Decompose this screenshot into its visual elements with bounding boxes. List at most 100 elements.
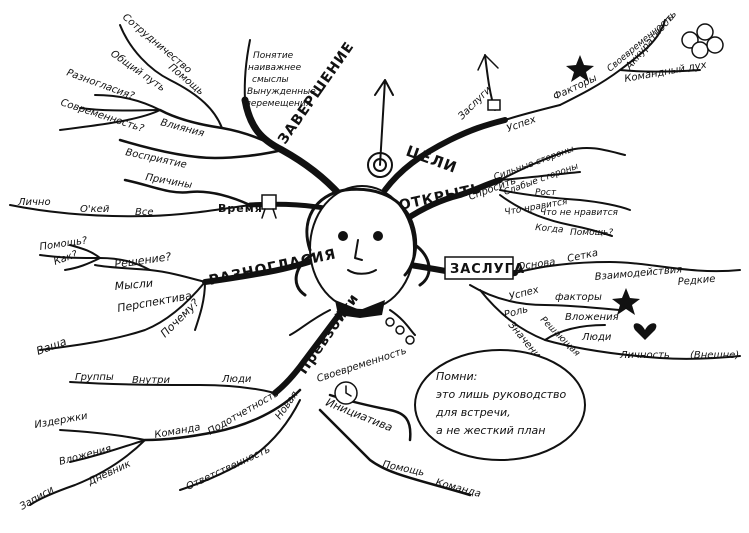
reminder-cloud: Помни: это лишь руководство для встречи,… xyxy=(414,349,586,461)
label-understanding: Понятие xyxy=(253,51,294,61)
branch-likes xyxy=(499,189,631,211)
left-eye-icon xyxy=(338,231,348,241)
right-eye-icon xyxy=(373,231,383,241)
label-investments: Вложения xyxy=(58,443,113,467)
note-line-1: Помни: xyxy=(436,370,477,383)
branch-people xyxy=(544,324,606,341)
merit-labels: Основа Сетка Взаимодействия Редкие Успех… xyxy=(503,248,739,366)
branch-strengths xyxy=(499,146,626,181)
merit-banner xyxy=(444,256,514,280)
branch-when xyxy=(499,194,613,237)
goals-labels: Заслуги Успех Факторы Аккуратность Своев… xyxy=(456,9,724,135)
label-when: Когда xyxy=(535,223,564,235)
central-figure xyxy=(289,79,431,345)
disagreement-labels: Решение? Помощь? Как? Мысли Перспектива … xyxy=(35,235,202,358)
hair-curls xyxy=(294,243,431,297)
label-help-q: Помощь? xyxy=(570,228,613,238)
branch-perception xyxy=(118,138,284,160)
label-thoughts: Мысли xyxy=(114,277,153,293)
label-basis: Основа xyxy=(517,257,556,273)
label-yours: Ваша xyxy=(35,335,69,358)
cloud-outline xyxy=(414,349,586,461)
label-growth: Рост xyxy=(535,188,557,198)
label-team2: Команда xyxy=(434,477,482,500)
branch-initiative xyxy=(318,408,472,497)
label-external: (Внешне) xyxy=(690,350,739,361)
trophy-icon xyxy=(487,99,501,111)
label-timeliness: Своевременность xyxy=(606,12,677,74)
label-records: Записи xyxy=(18,484,56,513)
thought-dot xyxy=(385,317,395,327)
branch-team-spirit xyxy=(619,69,701,73)
star-icon xyxy=(612,288,640,315)
label-time: Время xyxy=(218,202,263,215)
branch-diary xyxy=(29,439,146,506)
heart-icon xyxy=(633,323,657,340)
label-personality: Личность xyxy=(619,350,670,361)
branch-common-path xyxy=(94,94,161,111)
branch-costs xyxy=(59,429,146,441)
clock-icon xyxy=(334,381,358,405)
branch-personality xyxy=(479,289,741,360)
note-line-2: это лишь руководство xyxy=(436,388,567,401)
branch-perspective xyxy=(39,281,206,351)
label-success: Успех xyxy=(508,284,540,302)
branch-surpass xyxy=(272,297,353,396)
branch-groups xyxy=(69,381,276,394)
branch-investments xyxy=(69,439,146,463)
label-influence: Влияния xyxy=(159,117,205,139)
branch-open xyxy=(402,177,503,223)
label-merit: ЗАСЛУГА xyxy=(450,262,525,277)
label-dislikes: Что не нравится xyxy=(540,208,619,218)
branch-reasons xyxy=(123,178,252,207)
label-disagreements-q: Разногласия? xyxy=(65,67,136,102)
branch-goals xyxy=(382,117,508,193)
label-emphasizing: наиважнее xyxy=(248,63,302,73)
label-rare: Редкие xyxy=(677,274,716,288)
branch-interaction xyxy=(514,261,741,274)
label-timeliness: Своевременность xyxy=(316,345,409,384)
branch-factors xyxy=(469,284,621,311)
shoulders xyxy=(289,309,416,336)
hair-top xyxy=(305,187,418,277)
label-interaction: Взаимодействия xyxy=(594,264,682,283)
label-initiative: Инициатива xyxy=(324,396,395,435)
star-icon xyxy=(566,55,594,82)
label-inside: Внутри xyxy=(132,375,170,386)
label-role: Роль xyxy=(503,304,530,321)
branch-how xyxy=(64,244,101,271)
note-line-4: а не жесткий план xyxy=(436,424,545,437)
note-line-3: для встречи, xyxy=(435,406,511,419)
label-solution: Решение? xyxy=(114,250,173,271)
clock-stand-icon xyxy=(261,194,277,219)
label-diary: Дневник xyxy=(86,459,133,489)
label-how-q: Как? xyxy=(52,249,80,268)
thought-dot xyxy=(395,325,405,335)
branch-why xyxy=(194,281,206,331)
branch-subordination xyxy=(143,388,302,442)
label-help-q: Помощь? xyxy=(39,235,89,253)
label-people: Люди xyxy=(581,332,612,343)
collar-bow-icon xyxy=(335,300,385,318)
branch-success xyxy=(504,104,561,121)
thought-dot xyxy=(405,335,415,345)
faces-group-icon xyxy=(681,23,724,59)
open-labels: Спросить Сильные стороны Слабые стороны … xyxy=(467,145,618,238)
label-personal: Лично xyxy=(17,197,51,208)
sub-branches xyxy=(9,19,741,506)
branch-modernity-q xyxy=(59,109,161,131)
label-people: Люди xyxy=(221,374,252,385)
label-success: Успех xyxy=(505,114,537,135)
branch-weaknesses xyxy=(499,171,581,181)
arrow-up-icon xyxy=(477,54,499,71)
label-forced: Вынужденные xyxy=(247,87,316,97)
branch-help xyxy=(119,24,223,129)
arrow-up-icon xyxy=(374,79,394,166)
label-meanings: смыслы xyxy=(252,75,289,85)
label-groups: Группы xyxy=(75,372,114,383)
label-moves: перемещения xyxy=(245,99,312,109)
surpass-labels: Люди Внутри Группы Подотчетность Новая К… xyxy=(18,345,482,512)
label-reasons: Причины xyxy=(144,172,193,191)
